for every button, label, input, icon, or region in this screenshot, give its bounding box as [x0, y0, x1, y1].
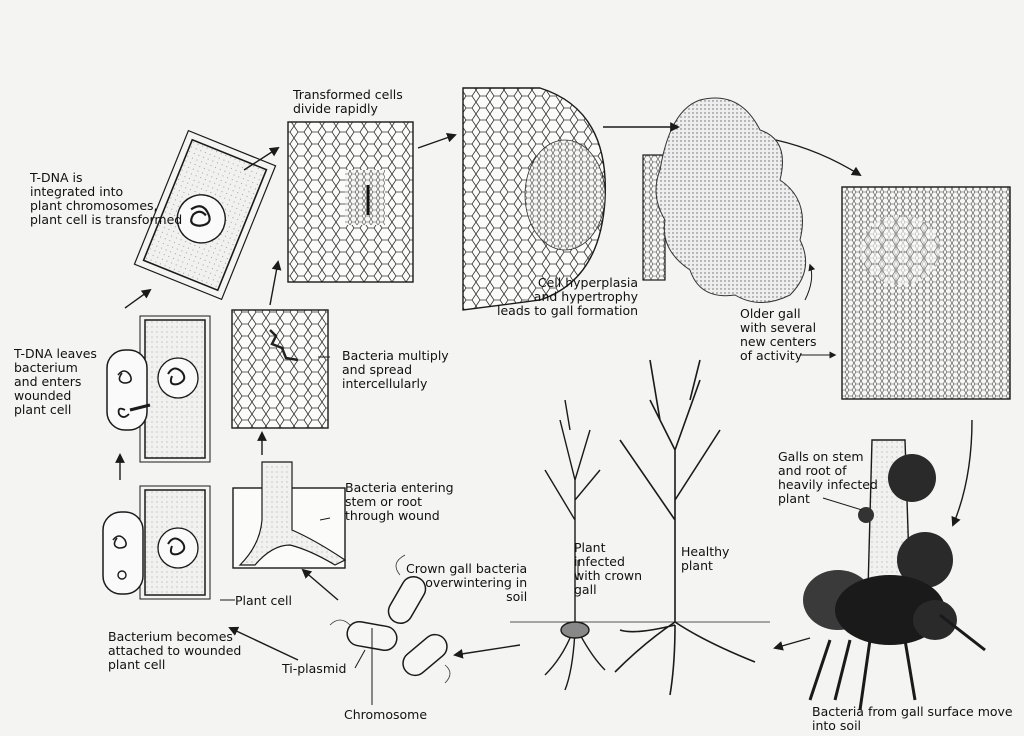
healthy-plant [614, 359, 756, 696]
infected-plant [544, 399, 606, 691]
label-ti-plasmid: Ti-plasmid [282, 661, 347, 676]
label-transformed-divide: Transformed cells divide rapidly [293, 87, 403, 116]
heavily-infected-plant [803, 439, 986, 711]
label-tdna-integrated: T-DNA is integrated into plant chromosom… [30, 170, 183, 227]
label-plant-cell: Plant cell [235, 593, 292, 608]
transformed-plant-cell [133, 129, 277, 301]
label-bacteria-multiply: Bacteria multiply and spread intercellul… [342, 348, 449, 391]
gall-cell-detail-panel [841, 186, 1011, 400]
tdna-transfer-cells [106, 315, 211, 463]
gall-formation-panel [462, 87, 607, 311]
bacterium-attached-cells [102, 485, 211, 600]
label-bacterium-attached: Bacterium becomes attached to wounded pl… [108, 629, 242, 672]
label-hyperplasia: Cell hyperplasia and hypertrophy leads t… [497, 275, 639, 318]
label-galls-on-stem: Galls on stem and root of heavily infect… [778, 449, 878, 506]
label-plant-infected: Plant infected with crown gall [574, 540, 643, 597]
label-crown-gall-bacteria: Crown gall bacteria overwintering in soi… [406, 561, 528, 604]
dividing-cells-panel [287, 121, 414, 283]
label-healthy-plant: Healthy plant [681, 544, 730, 573]
leader-lines [220, 263, 863, 705]
cycle-arrows [115, 122, 973, 661]
label-chromosome: Chromosome [344, 707, 428, 722]
label-older-gall: Older gall with several new centers of a… [740, 306, 817, 363]
wound-entry-panel [232, 461, 347, 569]
older-gall [642, 97, 807, 303]
label-bacteria-entering: Bacteria entering stem or root through w… [345, 480, 454, 523]
label-tdna-leaves: T-DNA leaves bacterium and enters wounde… [14, 346, 97, 417]
bacteria-multiply-panel [231, 309, 329, 429]
label-bacteria-from-gall: Bacteria from gall surface move into soi… [812, 704, 1013, 733]
